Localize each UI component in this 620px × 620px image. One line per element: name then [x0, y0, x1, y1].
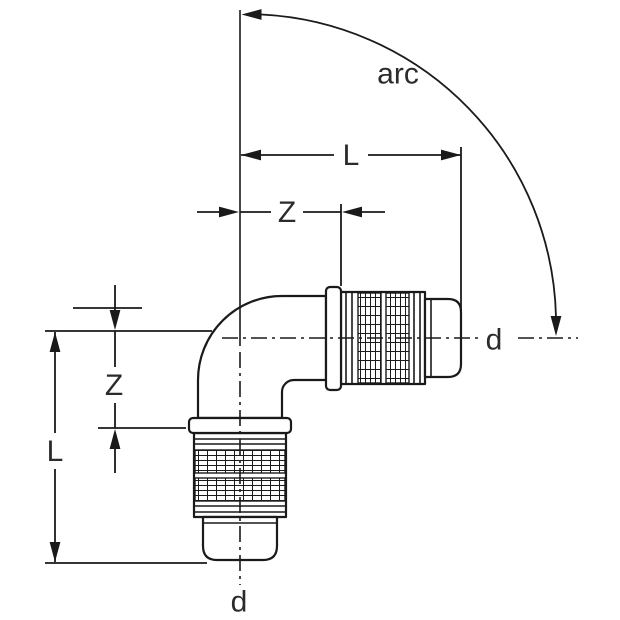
label-mask	[271, 196, 303, 228]
arrowhead-up-icon	[49, 332, 61, 352]
horizontal-pipe-end	[423, 297, 463, 379]
d-right-label: d	[486, 324, 503, 357]
label-mask	[334, 139, 368, 171]
arrowhead-up-icon	[109, 429, 121, 449]
dimension-z-top: Z	[197, 196, 385, 286]
elbow-body	[196, 294, 328, 420]
press-elbow-fitting	[187, 285, 463, 562]
arrowhead-left-icon	[342, 206, 362, 218]
label-mask	[98, 367, 131, 403]
arc-dimension-curve	[261, 13, 557, 318]
d-bottom-label: d	[231, 586, 248, 619]
z-left-label: Z	[105, 369, 123, 402]
arrowhead-down-icon	[109, 310, 121, 330]
arrowhead-down-icon	[550, 316, 562, 336]
l-left-label: L	[47, 435, 64, 468]
arc-label: arc	[377, 58, 419, 91]
dimension-arc: arc	[241, 9, 562, 336]
z-top-label: Z	[278, 196, 296, 229]
arrowhead-left-icon	[241, 9, 262, 20]
label-mask	[38, 433, 72, 469]
arrowhead-left-icon	[241, 149, 261, 161]
arrowhead-right-icon	[219, 206, 239, 218]
dimension-l-left: L	[38, 332, 207, 564]
dimension-l-top: L	[241, 139, 462, 316]
l-top-label: L	[343, 139, 360, 172]
dimension-z-left: Z	[45, 285, 212, 473]
arrowhead-down-icon	[49, 542, 61, 562]
arrowhead-right-icon	[441, 149, 461, 161]
